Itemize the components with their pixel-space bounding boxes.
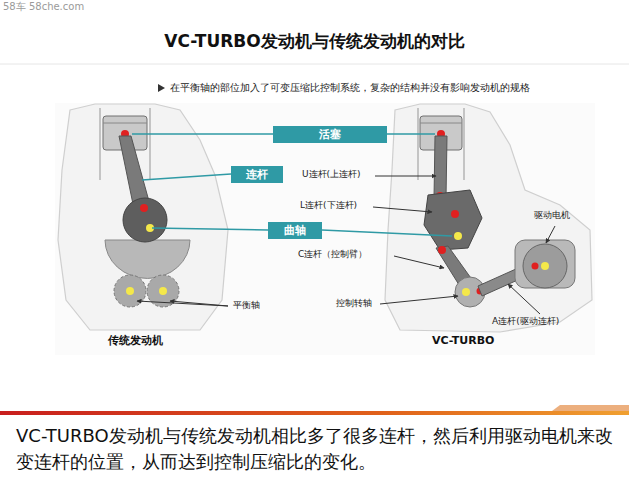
part-label: 驱动电机 — [534, 210, 570, 221]
part-label: U连杆(上连杆) — [302, 169, 361, 180]
part-name: 活塞 — [319, 128, 341, 141]
part-tag: 曲轴 — [268, 222, 322, 239]
page-title: VC-TURBO发动机与传统发动机的对比 — [0, 30, 629, 53]
part-name: 连杆 — [246, 168, 268, 181]
part-label: C连杆（控制臂） — [298, 249, 367, 260]
caption-text: VC-TURBO发动机与传统发动机相比多了很多连杆，然后利用驱动电机来改变连杆的… — [16, 423, 616, 475]
bullet-note: 在平衡轴的部位加入了可变压缩比控制系统，复杂的结构并没有影响发动机的规格 — [170, 82, 530, 93]
part-tag: 活塞 — [273, 126, 387, 143]
part-label: A连杆(驱动连杆) — [492, 316, 559, 327]
figure-label: VC-TURBO — [432, 334, 494, 347]
figure-label: 传统发动机 — [108, 334, 163, 347]
part-label: L连杆(下连杆) — [300, 200, 357, 211]
part-label: 平衡轴 — [233, 300, 260, 311]
part-name: 曲轴 — [284, 224, 306, 237]
part-tag: 连杆 — [231, 166, 283, 183]
part-label: 控制转轴 — [336, 298, 372, 309]
watermark: 58车 58che.com — [3, 1, 84, 13]
